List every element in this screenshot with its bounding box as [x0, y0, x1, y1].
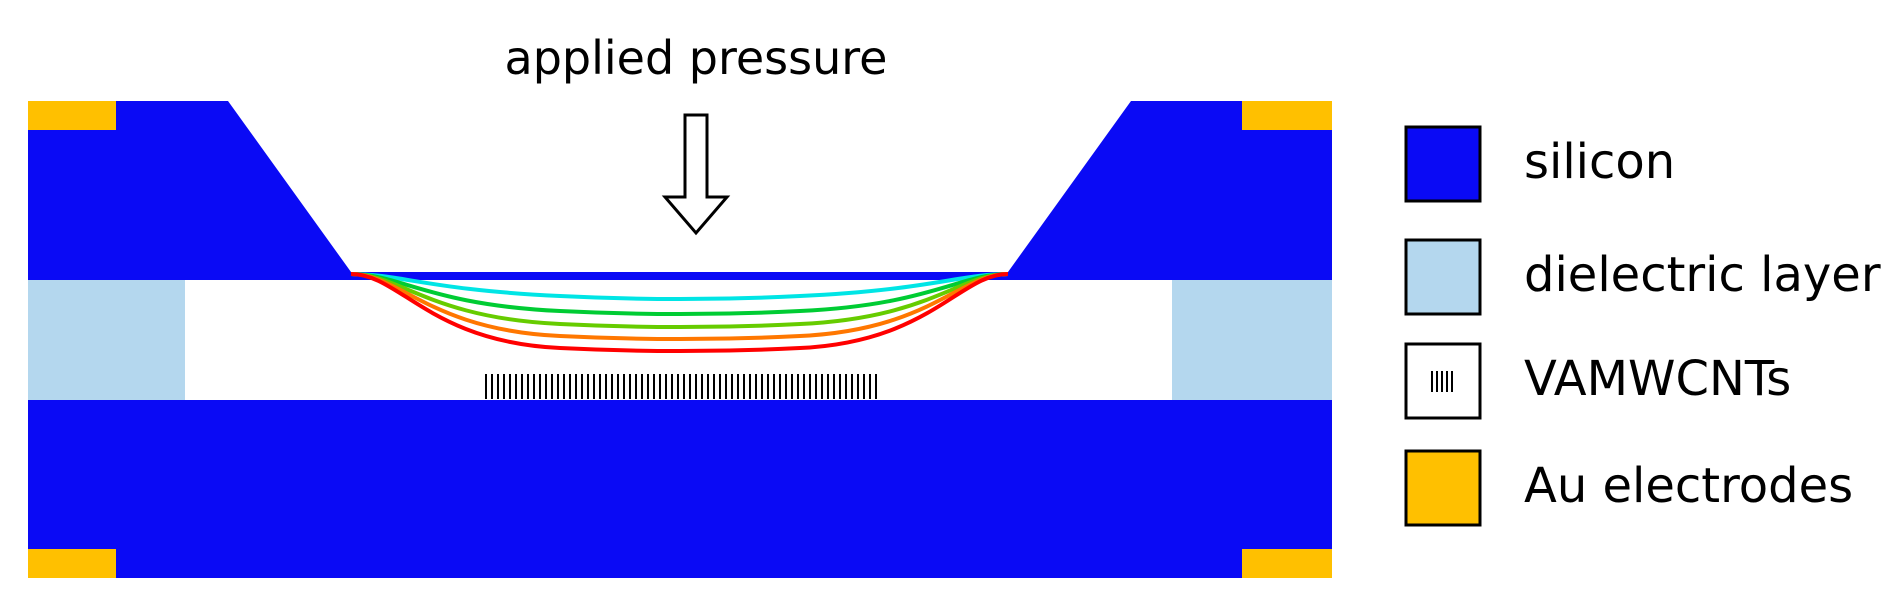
vamwcnt-array	[485, 374, 877, 399]
deflection-curve	[350, 272, 1009, 301]
silicon-bottom-substrate	[28, 400, 1332, 578]
legend: silicon dielectric layer VAMWCNTs Au ele…	[1404, 125, 1881, 527]
legend-swatch-silicon	[1404, 125, 1482, 203]
pressure-title: applied pressure	[505, 31, 888, 85]
deflection-curve	[350, 272, 1009, 329]
au-electrode-top-left	[28, 101, 116, 130]
dielectric-layer-left	[28, 280, 185, 400]
legend-label-dielectric: dielectric layer	[1524, 247, 1881, 303]
membrane-deflection-curves	[350, 272, 1009, 353]
legend-label-vamwcnts: VAMWCNTs	[1524, 351, 1791, 407]
deflection-curve	[350, 272, 1009, 316]
legend-label-electrodes: Au electrodes	[1524, 458, 1853, 514]
au-electrode-top-right	[1242, 101, 1332, 130]
au-electrode-bottom-right	[1242, 549, 1332, 578]
deflection-curve	[350, 272, 1009, 341]
legend-label-silicon: silicon	[1524, 134, 1675, 190]
deflection-curve	[350, 272, 1009, 353]
legend-swatch-dielectric	[1404, 238, 1482, 316]
au-electrode-bottom-left	[28, 549, 116, 578]
arrow-down-outline-icon	[661, 113, 731, 236]
legend-swatch-electrodes	[1404, 449, 1482, 527]
silicon-top-membrane	[28, 101, 1332, 280]
cnt-lines-icon	[1431, 371, 1453, 392]
dielectric-layer-right	[1172, 280, 1332, 400]
